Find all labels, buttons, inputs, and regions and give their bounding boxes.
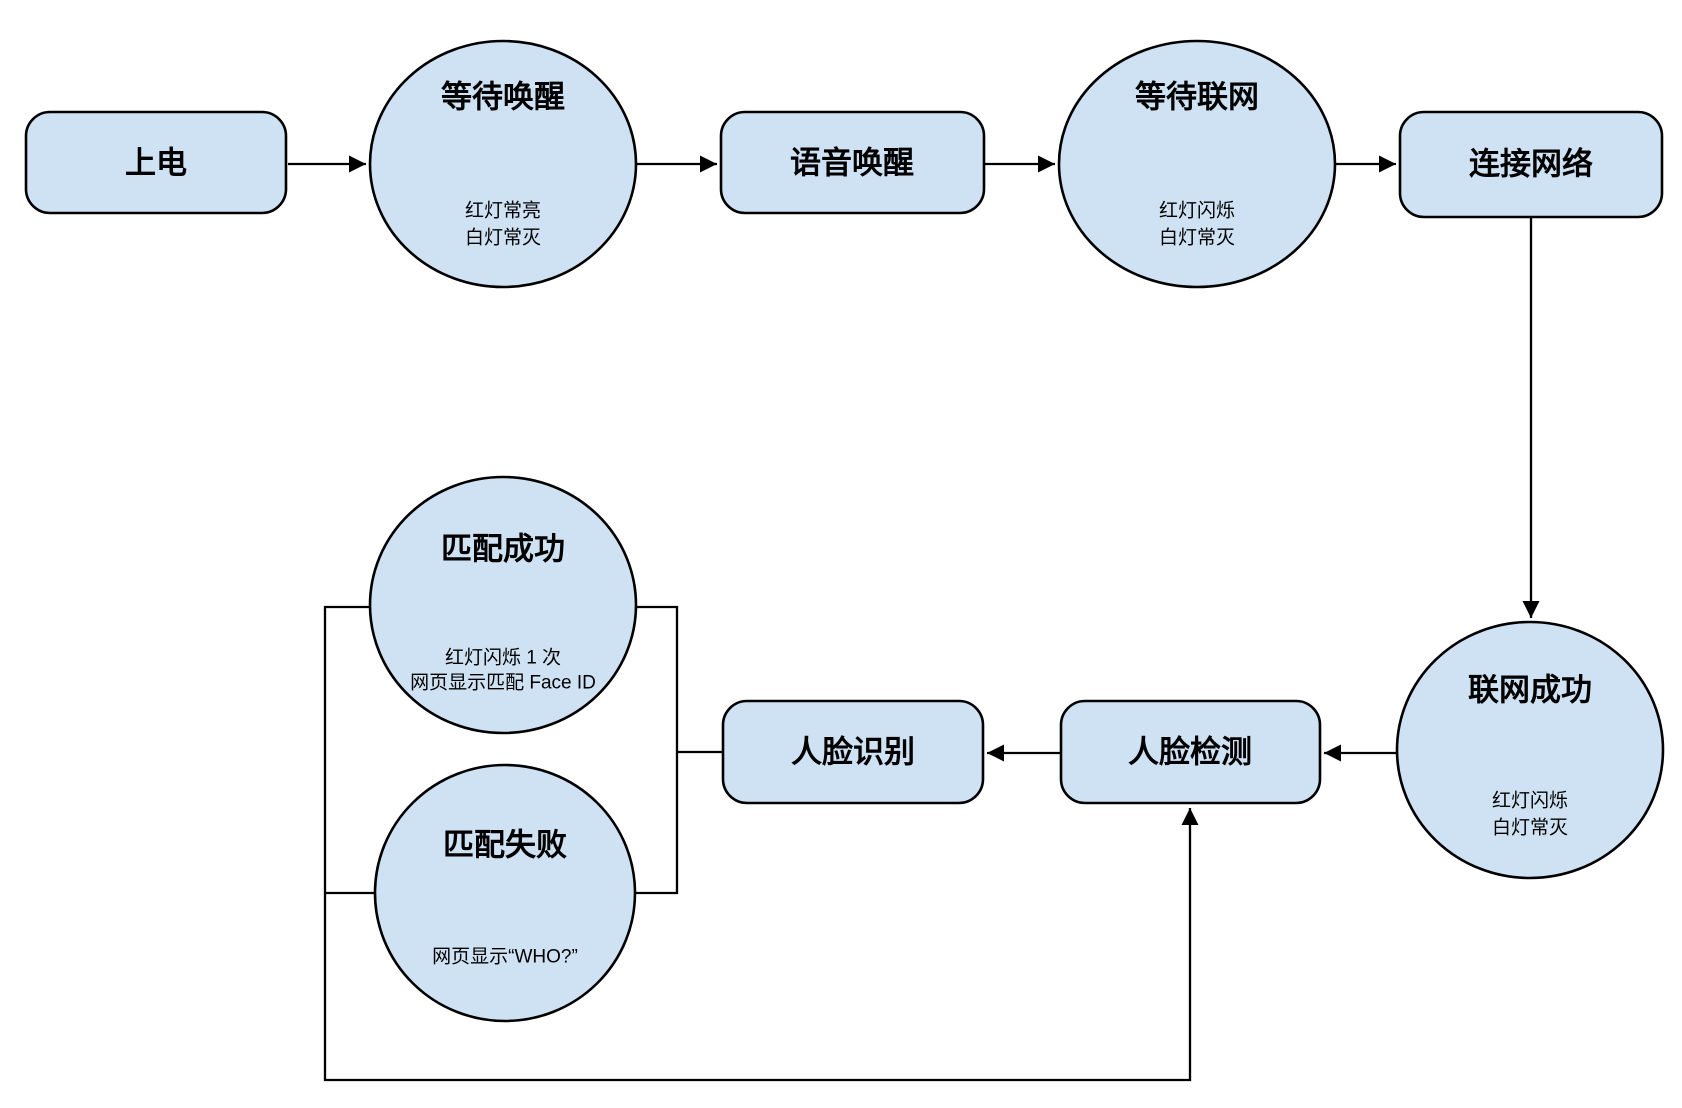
node-connect-network[interactable]: 连接网络 — [1398, 110, 1664, 219]
network-success-note-1: 红灯闪烁 — [1492, 790, 1568, 812]
match-success-note-1: 红灯闪烁 1 次 — [445, 647, 561, 669]
network-success-ellipse[interactable] — [1395, 620, 1665, 880]
match-fail-label: 匹配失败 — [443, 828, 567, 863]
wait-wake-note-1: 红灯常亮 — [465, 200, 541, 222]
connect-network-box[interactable] — [1398, 110, 1664, 219]
face-detect-box[interactable] — [1059, 699, 1322, 805]
edge-loop-back-to-facedetect — [323, 605, 1199, 1082]
wait-network-ellipse[interactable] — [1057, 39, 1337, 289]
voice-wake-box[interactable] — [719, 110, 986, 215]
node-face-recognize[interactable]: 人脸识别 — [721, 699, 985, 805]
face-recognize-box[interactable] — [721, 699, 985, 805]
node-wait-wake[interactable]: 等待唤醒 红灯常亮 白灯常灭 — [368, 39, 638, 289]
match-fail-ellipse[interactable] — [373, 763, 637, 1023]
face-recognize-label: 人脸识别 — [791, 735, 915, 770]
face-detect-label: 人脸检测 — [1128, 735, 1252, 770]
network-success-label: 联网成功 — [1468, 673, 1592, 708]
power-on-box[interactable] — [24, 110, 288, 215]
node-network-success[interactable]: 联网成功 红灯闪烁 白灯常灭 — [1395, 620, 1665, 880]
wait-network-note-2: 白灯常灭 — [1159, 227, 1235, 249]
node-power-on[interactable]: 上电 — [24, 110, 288, 215]
connect-network-label: 连接网络 — [1469, 147, 1593, 182]
wait-network-note-1: 红灯闪烁 — [1159, 200, 1235, 222]
wait-wake-note-2: 白灯常灭 — [465, 227, 541, 249]
node-face-detect[interactable]: 人脸检测 — [1059, 699, 1322, 805]
network-success-note-2: 白灯常灭 — [1492, 817, 1568, 839]
wait-wake-ellipse[interactable] — [368, 39, 638, 289]
match-success-note-2: 网页显示匹配 Face ID — [410, 673, 596, 694]
match-success-label: 匹配成功 — [441, 532, 565, 567]
edge-branch-right-bracket — [636, 605, 679, 895]
node-match-fail[interactable]: 匹配失败 网页显示“WHO?” — [373, 763, 637, 1023]
node-wait-network[interactable]: 等待联网 红灯闪烁 白灯常灭 — [1057, 39, 1337, 289]
match-success-ellipse[interactable] — [368, 475, 638, 735]
node-voice-wake[interactable]: 语音唤醒 — [719, 110, 986, 215]
wait-wake-label: 等待唤醒 — [441, 80, 565, 115]
wait-network-label: 等待联网 — [1135, 80, 1259, 115]
voice-wake-label: 语音唤醒 — [790, 146, 914, 181]
match-fail-note-1: 网页显示“WHO?” — [432, 947, 578, 968]
node-match-success[interactable]: 匹配成功 红灯闪烁 1 次 网页显示匹配 Face ID — [368, 475, 638, 735]
connectors — [288, 155, 1540, 1082]
power-on-label: 上电 — [125, 146, 187, 181]
